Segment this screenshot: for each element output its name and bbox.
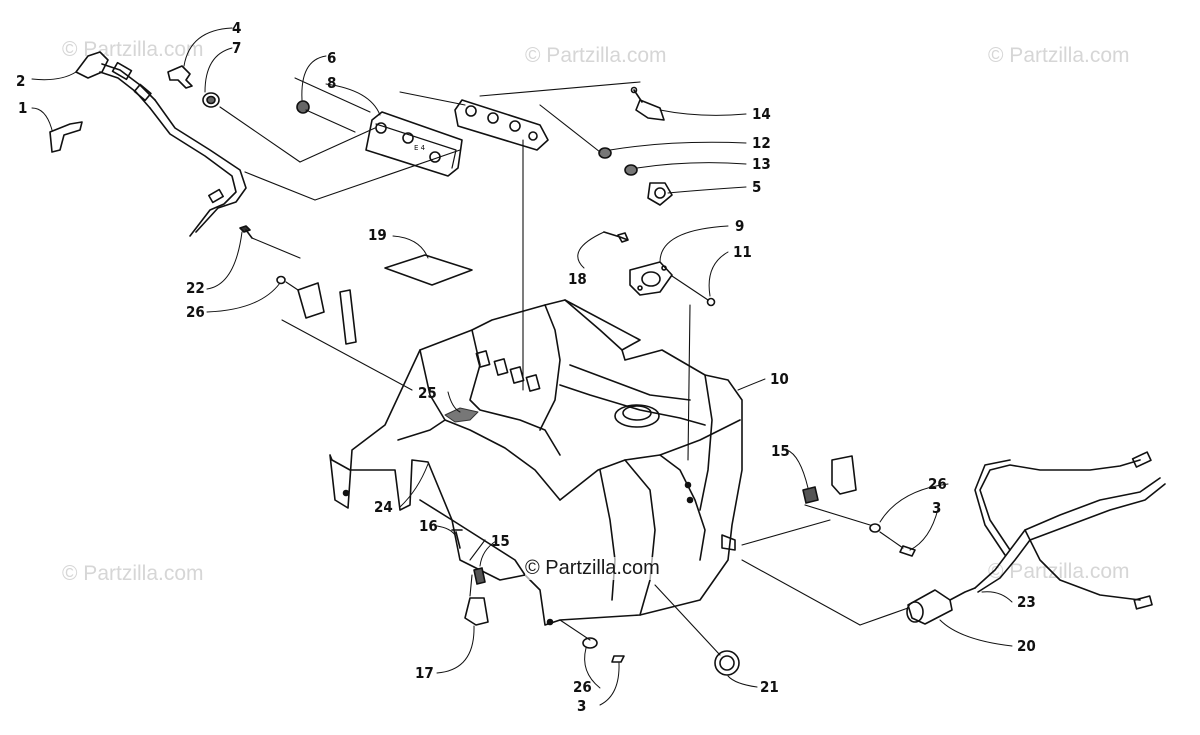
part-15-clip bbox=[473, 567, 486, 585]
callout-16: 16 bbox=[419, 517, 438, 535]
callout-3-right: 3 bbox=[932, 499, 941, 517]
part-16-rivet bbox=[451, 529, 463, 549]
callout-14: 14 bbox=[752, 105, 771, 123]
callout-1: 1 bbox=[18, 99, 27, 117]
part-18-wire-terminal bbox=[603, 231, 629, 243]
watermark: © Partzilla.com bbox=[988, 44, 1130, 67]
callout-11: 11 bbox=[733, 243, 752, 261]
part-12-washer bbox=[598, 147, 612, 159]
part-9-gasket-plate bbox=[629, 261, 673, 296]
part-20-connector bbox=[906, 587, 976, 625]
callout-10: 10 bbox=[770, 370, 789, 388]
part-3-screw bbox=[611, 655, 625, 663]
callout-26-right: 26 bbox=[928, 475, 947, 493]
callout-4: 4 bbox=[232, 19, 241, 37]
callout-6: 6 bbox=[327, 49, 336, 67]
callout-15-right: 15 bbox=[771, 442, 790, 460]
callout-26-upper: 26 bbox=[186, 303, 205, 321]
switch-bracket bbox=[454, 99, 549, 151]
callout-19: 19 bbox=[368, 226, 387, 244]
callout-22: 22 bbox=[186, 279, 205, 297]
part-6-grommet bbox=[296, 100, 310, 114]
part-19-decal bbox=[384, 254, 473, 286]
part-2-ignition-switch bbox=[75, 51, 247, 237]
watermark: © Partzilla.com bbox=[525, 44, 667, 67]
part-26-washer bbox=[276, 275, 286, 285]
part-7-bezel-nut bbox=[202, 92, 220, 108]
side-plate bbox=[339, 289, 357, 345]
part-26-washer bbox=[582, 637, 598, 649]
callout-24: 24 bbox=[374, 498, 393, 516]
callout-5: 5 bbox=[752, 178, 761, 196]
callout-13: 13 bbox=[752, 155, 771, 173]
part-25-decal bbox=[444, 407, 479, 423]
part-15-clip-bracket bbox=[831, 455, 857, 495]
part-26-washer bbox=[869, 523, 881, 533]
callout-12: 12 bbox=[752, 134, 771, 152]
callout-21: 21 bbox=[760, 678, 779, 696]
side-bracket bbox=[297, 282, 325, 319]
watermark: © Partzilla.com bbox=[525, 557, 660, 580]
callout-15-left: 15 bbox=[491, 532, 510, 550]
callout-8: 8 bbox=[327, 74, 336, 92]
callout-9: 9 bbox=[735, 217, 744, 235]
part-13-lockwasher bbox=[624, 164, 638, 176]
part-22-screw bbox=[239, 225, 253, 239]
console-housing bbox=[329, 299, 743, 626]
part-1-bracket bbox=[49, 121, 83, 153]
callout-17: 17 bbox=[415, 664, 434, 682]
part-15-clip bbox=[802, 486, 819, 504]
assembly-lines bbox=[219, 77, 909, 656]
callout-3-bottom: 3 bbox=[577, 697, 586, 715]
part-23-wiring-harness bbox=[974, 451, 1166, 610]
part-11-nut bbox=[706, 297, 716, 307]
callout-23: 23 bbox=[1017, 593, 1036, 611]
watermark: © Partzilla.com bbox=[62, 562, 204, 585]
part-21-grommet bbox=[714, 650, 740, 676]
watermark: © Partzilla.com bbox=[988, 560, 1130, 583]
callout-labels: 2 1 4 7 6 8 14 12 13 5 9 11 18 19 22 26 … bbox=[16, 19, 1036, 715]
svg-text:E 4: E 4 bbox=[414, 144, 426, 152]
part-17-bracket bbox=[464, 597, 489, 626]
callout-2: 2 bbox=[16, 72, 25, 90]
part-14-toggle-switch bbox=[630, 86, 665, 121]
part-8-switch-plate: E 4 bbox=[365, 111, 463, 177]
callout-7: 7 bbox=[232, 39, 241, 57]
callout-25: 25 bbox=[418, 384, 437, 402]
part-3-screw bbox=[899, 545, 916, 557]
part-4-key bbox=[167, 65, 193, 89]
callout-leaders bbox=[31, 27, 1013, 706]
callout-18: 18 bbox=[568, 270, 587, 288]
part-5-switch bbox=[647, 182, 673, 206]
callout-20: 20 bbox=[1017, 637, 1036, 655]
callout-26-bottom: 26 bbox=[573, 678, 592, 696]
